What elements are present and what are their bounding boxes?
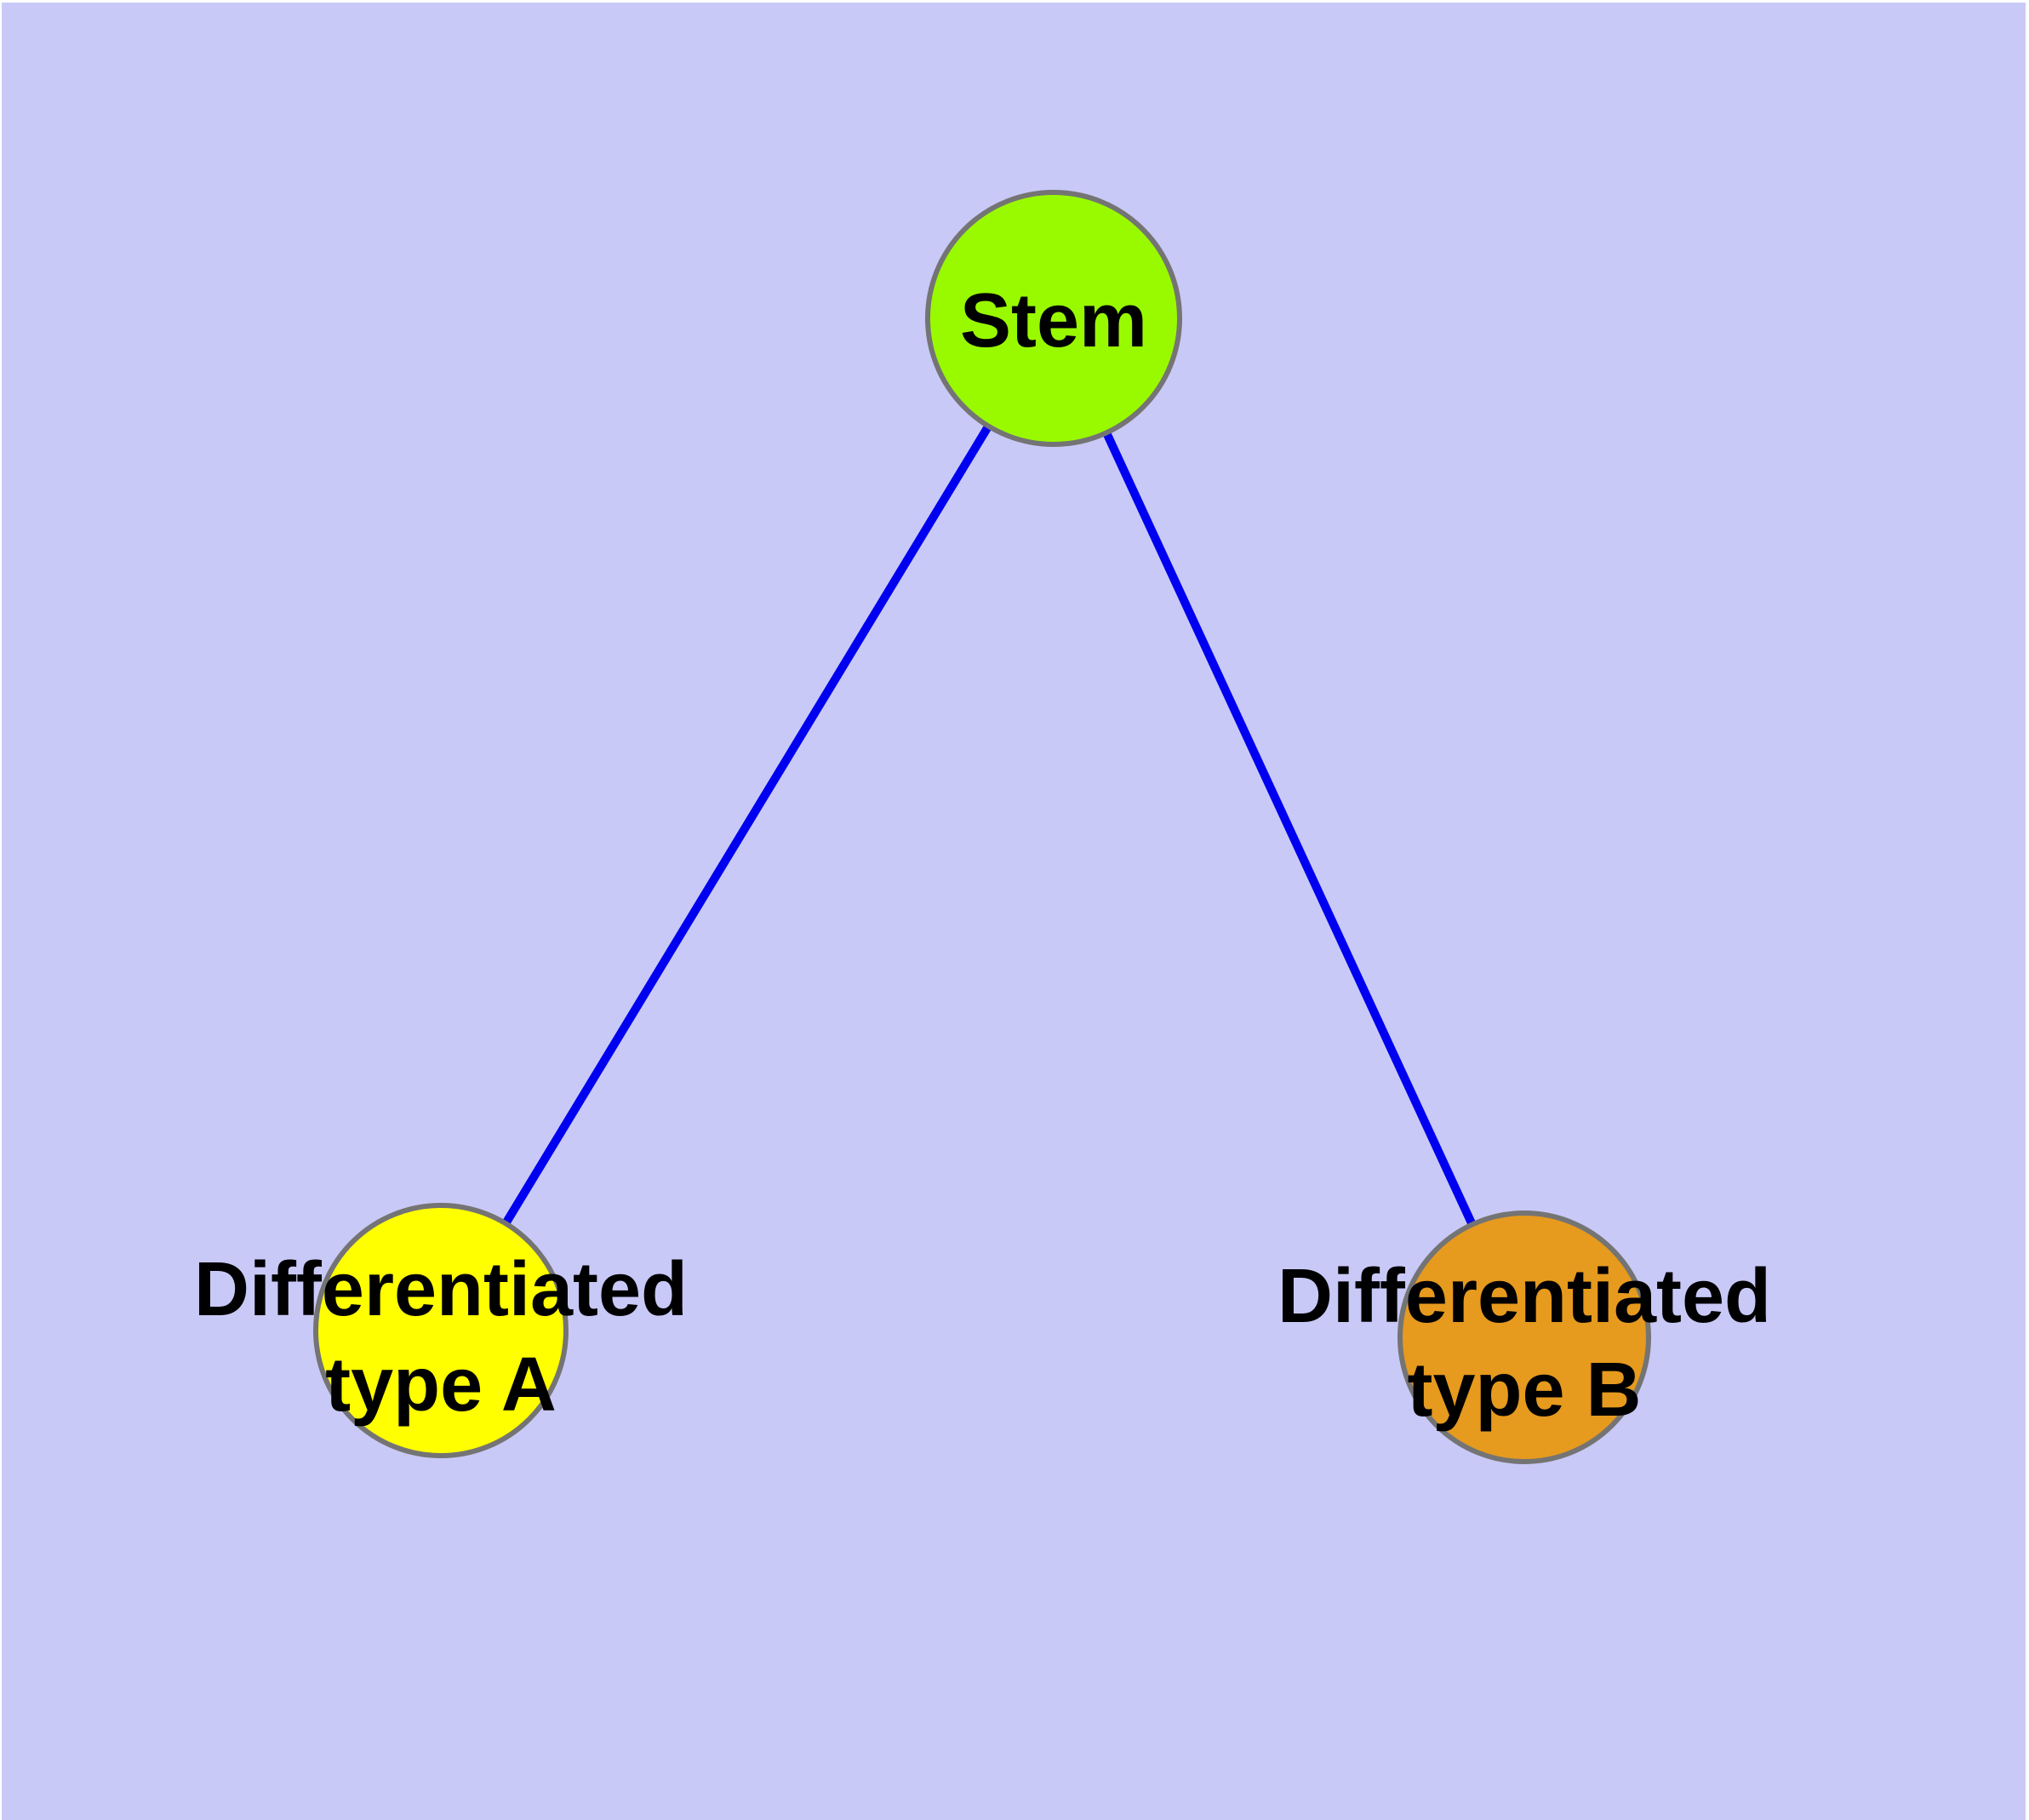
node-type-b-label-line2: type B (1407, 1348, 1641, 1433)
node-type-a-label-line2: type A (325, 1342, 557, 1428)
edge-stem-to-type-b (1049, 316, 1529, 1340)
node-type-b-label-line1: Differentiated (1277, 1254, 1771, 1339)
node-differentiated-type-a (313, 1203, 569, 1458)
node-stem (925, 190, 1182, 447)
node-type-a-label-line1: Differentiated (194, 1247, 688, 1332)
node-stem-label: Stem (960, 278, 1147, 363)
edge-stem-to-type-a (437, 316, 1058, 1333)
node-differentiated-type-b (1397, 1210, 1651, 1464)
